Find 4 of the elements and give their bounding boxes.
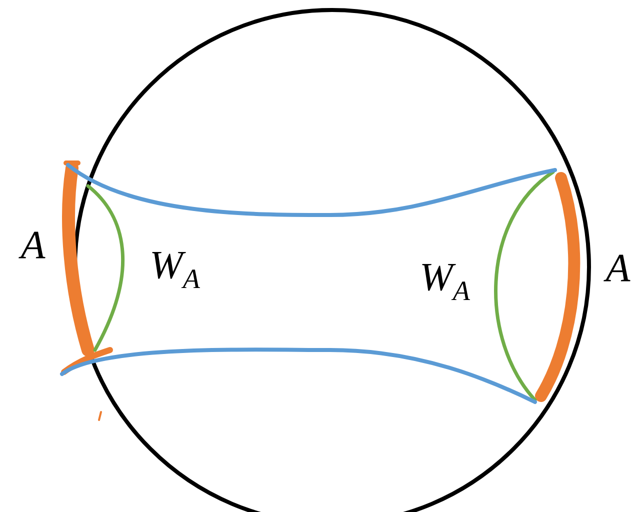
- region-label: W$_{A}$: [152, 252, 200, 288]
- region-label: A: [18, 232, 46, 258]
- region-label: A: [604, 254, 630, 282]
- region-label: W$_{A}$: [422, 264, 470, 300]
